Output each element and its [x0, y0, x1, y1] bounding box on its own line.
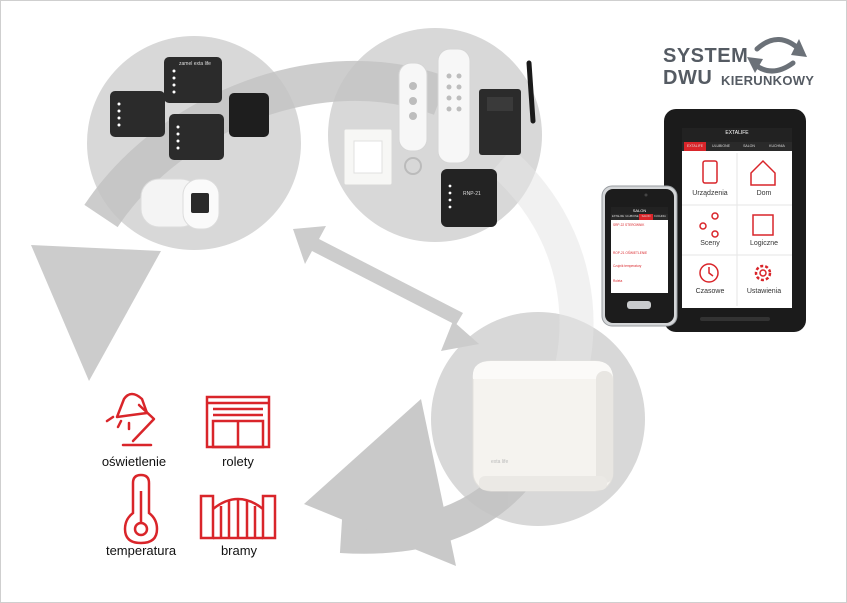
tablet-tab-extalife[interactable]: EXTALIFE [684, 142, 706, 151]
tablet-device [664, 109, 806, 332]
phone-title: SALON [632, 208, 647, 213]
logo-line-kierunkowy: KIERUNKOWY [721, 73, 815, 88]
gate-icon [199, 494, 277, 540]
phone-tab-bar: EXTALIFE ULUBIONE SALON KUCHNIA [611, 214, 668, 220]
tablet-tile-logic[interactable]: Logiczne [749, 240, 779, 247]
tablet-tab-kitchen[interactable]: KUCHNIA [769, 144, 785, 148]
tablet-title: EXTALIFE [725, 130, 749, 136]
phone-title-bar: SALON [611, 207, 668, 214]
phone-device [601, 185, 678, 327]
phone-row-2[interactable]: ROP-21 OŚWIETLENIE [613, 251, 648, 255]
tablet-tile-devices[interactable]: Urządzenia [692, 190, 728, 197]
din-module [479, 60, 536, 155]
wall-switch [343, 128, 393, 186]
category-label-lighting: oświetlenie [101, 454, 167, 469]
hub-device [472, 360, 614, 492]
phone-tab-extalife[interactable]: EXTALIFE [611, 215, 625, 218]
thermostat-head [140, 178, 220, 230]
thermometer-icon [123, 473, 159, 545]
logo-line-system: SYSTEM [663, 45, 749, 67]
double-arrow [293, 226, 479, 351]
tablet-tile-scenes[interactable]: Sceny [700, 240, 720, 247]
phone-tab-kitchen[interactable]: KUCHNIA [654, 215, 666, 218]
tablet-tab-salon[interactable]: SALON [743, 144, 755, 148]
tablet-tab-bar: EXTALIFE ULUBIONE SALON KUCHNIA [682, 142, 792, 151]
hub-brand-label: exta life [491, 459, 509, 465]
phone-tab-favourites[interactable]: ULUBIONE [625, 215, 639, 218]
phone-tab-salon[interactable]: SALON [639, 214, 653, 220]
tablet-title-bar: EXTALIFE [682, 128, 792, 142]
category-label-shutters: rolety [222, 454, 254, 469]
tablet-tile-settings[interactable]: Ustawienia [746, 288, 782, 295]
phone-row-4[interactable]: Roleta [613, 279, 623, 283]
category-label-temperature: temperatura [105, 543, 177, 558]
receiver-module [441, 169, 497, 227]
logo-line-dwu: DWU [663, 67, 713, 89]
tablet-tile-home[interactable]: Dom [756, 190, 772, 197]
desk-lamp-icon [105, 392, 156, 447]
module-brand-label: zamel exta life [179, 61, 211, 67]
phone-row-3[interactable]: Czujnik temperatury [613, 264, 642, 268]
receiver-model-label: RNP-21 [463, 191, 481, 197]
system-logo: SYSTEM DWU KIERUNKOWY [663, 45, 815, 95]
remote-controls [398, 48, 471, 175]
relay-modules [110, 57, 269, 160]
phone-row-1[interactable]: SRP-22 STEROWNIK [613, 223, 645, 227]
tablet-tab-favourites[interactable]: ULUBIONE [712, 144, 730, 148]
roller-shutter-icon [205, 395, 271, 449]
category-label-gates: bramy [220, 543, 258, 558]
tablet-tile-timers[interactable]: Czasowe [695, 288, 725, 295]
